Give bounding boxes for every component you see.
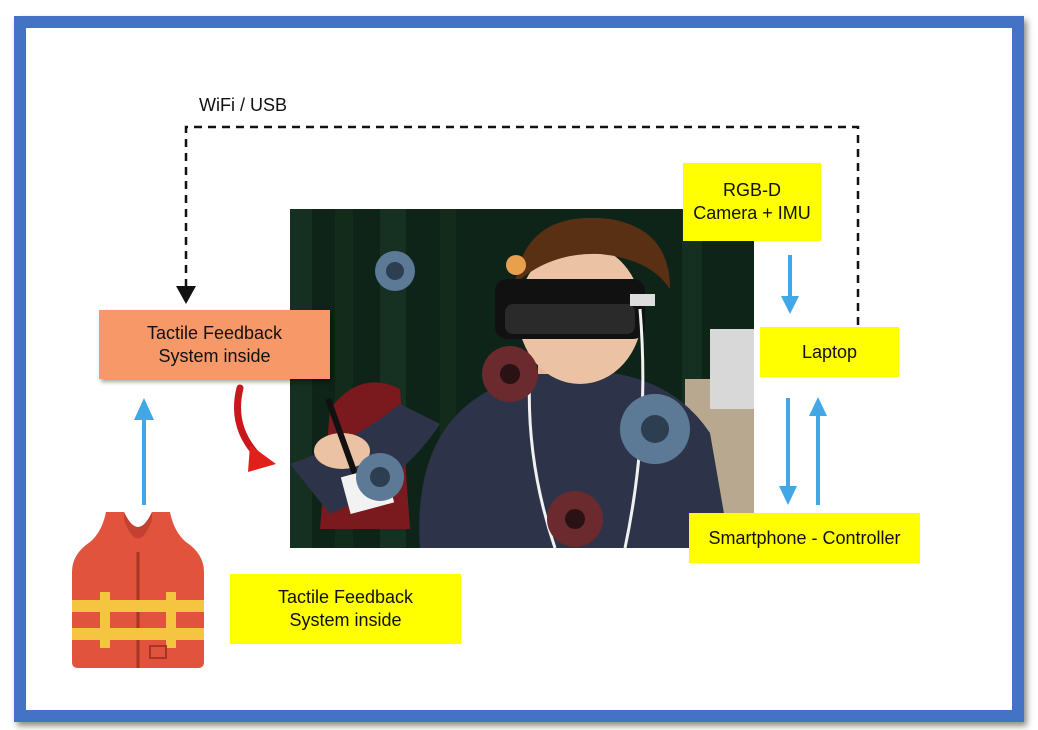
wifi-usb-link xyxy=(184,125,860,325)
rgbd-camera-box: RGB-D Camera + IMU xyxy=(683,163,821,241)
arrow-laptop-to-smartphone xyxy=(779,398,797,505)
red-curved-arrow xyxy=(234,384,276,472)
life-vest-icon xyxy=(72,512,204,668)
tactile-feedback-box-top: Tactile Feedback System inside xyxy=(99,310,330,379)
smartphone-controller-box: Smartphone - Controller xyxy=(689,513,920,563)
arrow-camera-to-laptop xyxy=(781,255,799,314)
speaker-cluster-icon xyxy=(356,251,690,501)
arrow-smartphone-to-laptop xyxy=(809,397,827,505)
tactile-feedback-box-bottom: Tactile Feedback System inside xyxy=(230,574,461,644)
laptop-box: Laptop xyxy=(760,327,899,377)
wifi-usb-label: WiFi / USB xyxy=(199,95,287,115)
user-photo xyxy=(290,209,754,548)
speaker-cluster-icon xyxy=(482,346,603,547)
arrow-vest-to-tactile xyxy=(134,398,154,505)
